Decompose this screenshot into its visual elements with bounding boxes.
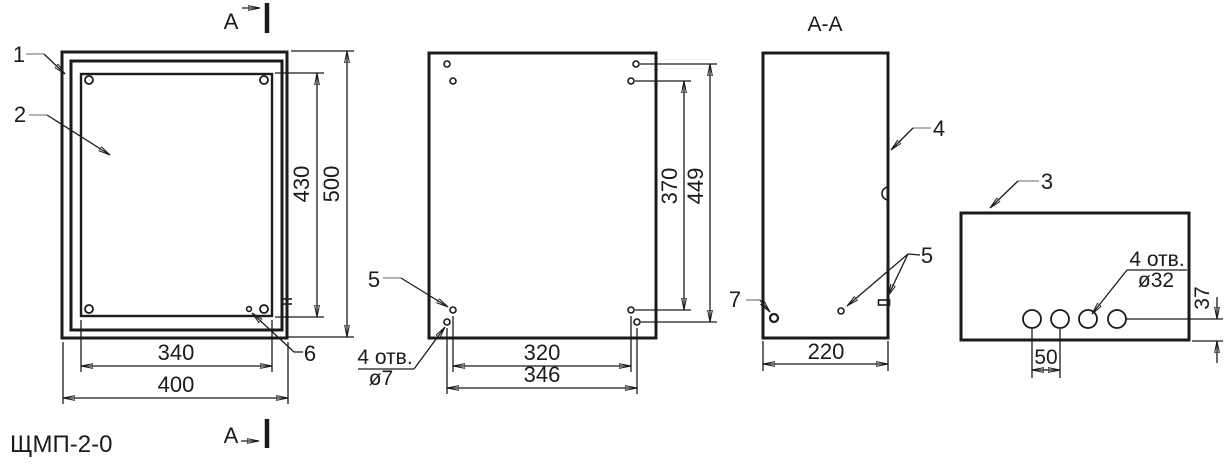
callout-6-leader — [251, 312, 303, 353]
callout-3-leader — [989, 180, 1019, 209]
cable-entry-holes — [1022, 309, 1127, 329]
rear-extension-lines — [446, 63, 717, 394]
callout-5-side-junction — [907, 253, 921, 256]
section-marker-bottom-label: A — [224, 423, 239, 448]
front-view: 430 500 340 400 1 2 6 — [13, 42, 354, 404]
din-clip-detail — [877, 299, 891, 306]
section-view-aa: A-A 4 5 7 220 — [729, 13, 945, 371]
section-view-title: A-A — [807, 13, 842, 36]
section-cut-markers: A A — [224, 3, 270, 448]
rear-holes-note-leader — [413, 326, 446, 370]
mounting-panel-outline — [79, 72, 274, 318]
callout-4-leader — [890, 127, 914, 151]
bottom-dim37 — [1126, 297, 1223, 363]
panel-screw-holes — [84, 75, 269, 314]
callout-2-label: 2 — [14, 102, 26, 127]
bottom-view: 3 4 отв. ø32 37 50 — [959, 169, 1223, 378]
rear-dimension-lines — [447, 64, 710, 388]
dim-holes-offset: 37 — [1191, 286, 1214, 309]
callout-5-side-leader-2 — [887, 253, 909, 296]
callout-6-label: 6 — [304, 341, 316, 366]
section-marker-top-label: A — [224, 9, 239, 34]
hinge-detail — [881, 186, 889, 201]
dim-overall-height: 500 — [319, 166, 344, 203]
door-latch-detail — [281, 298, 292, 305]
dim-mount-height: 430 — [289, 166, 314, 203]
callout-7-label: 7 — [729, 287, 741, 312]
bottom-holes-diameter-note: ø32 — [1138, 269, 1174, 292]
callout-5-rear-label: 5 — [368, 267, 380, 292]
callout-3-label: 3 — [1041, 169, 1053, 194]
rear-holes-count-note: 4 отв. — [357, 346, 412, 369]
bottom-panel-outline — [959, 211, 1191, 342]
side-small-hole — [837, 307, 845, 315]
callout-5-side-leader-1 — [846, 253, 909, 307]
callout-1-leader — [43, 53, 66, 75]
dim-holes-width-outer: 346 — [524, 362, 561, 387]
dim-holes-spacing: 50 — [1034, 346, 1057, 369]
dim-depth: 220 — [808, 339, 845, 364]
callout-5-rear-leader — [400, 277, 449, 308]
bottom-dim50 — [1031, 329, 1061, 378]
model-label: ЩМП-2-0 — [10, 431, 112, 458]
dim-mount-width: 340 — [158, 340, 195, 365]
front-dimension-lines — [63, 51, 347, 398]
ground-stud-detail — [768, 312, 780, 324]
callout-1-label: 1 — [13, 42, 25, 67]
side-profile-outline — [761, 51, 890, 340]
bottom-holes-note-leader — [1091, 269, 1128, 315]
door-outline — [69, 59, 284, 332]
callout-2-leader — [46, 114, 111, 156]
enclosure-outline — [60, 50, 289, 340]
rear-holes-diameter-note: ø7 — [369, 367, 394, 390]
callout-7-leader — [759, 299, 771, 313]
callout-4-label: 4 — [933, 116, 945, 141]
dim-holes-height-outer: 449 — [683, 168, 708, 205]
rear-view: 370 449 320 346 5 4 отв. ø7 — [357, 51, 717, 394]
ground-point-hole — [245, 305, 253, 313]
dim-holes-width-inner: 320 — [524, 340, 561, 365]
front-extension-lines — [62, 50, 354, 404]
rear-panel-outline — [427, 51, 658, 340]
callout-5-side-label: 5 — [921, 243, 933, 268]
rear-mounting-holes — [443, 60, 641, 326]
dim-overall-width: 400 — [158, 372, 195, 397]
bottom-holes-count-note: 4 отв. — [1129, 248, 1184, 271]
dim-holes-height-inner: 370 — [657, 168, 682, 205]
